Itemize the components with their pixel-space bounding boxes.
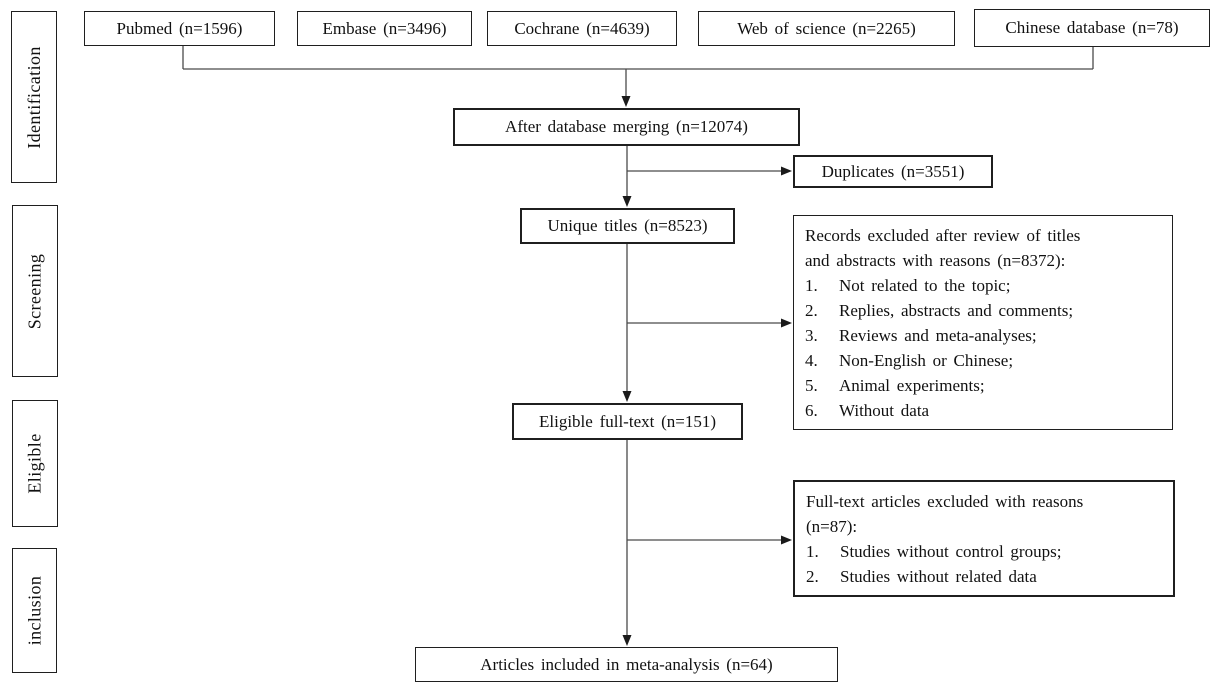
stage-screening-label: Screening xyxy=(24,253,45,329)
arrowhead-to-duplicates xyxy=(781,166,792,176)
source-box-chinese-database: Chinese database (n=78) xyxy=(974,9,1210,47)
source-box-pubmed: Pubmed (n=1596) xyxy=(84,11,275,46)
item-text: Animal experiments; xyxy=(839,376,985,395)
item-text: Non-English or Chinese; xyxy=(839,351,1014,370)
records-excluded-item: 4. Non-English or Chinese; xyxy=(805,348,1161,373)
source-pubmed-label: Pubmed (n=1596) xyxy=(116,18,243,38)
records-excluded-item: 2. Replies, abstracts and comments; xyxy=(805,298,1161,323)
exclusion-box-fulltext-excluded: Full-text articles excluded with reasons… xyxy=(793,480,1175,597)
stage-eligible: Eligible xyxy=(12,400,58,527)
arrowhead-to-unique xyxy=(622,196,632,207)
source-embase-label: Embase (n=3496) xyxy=(322,18,447,38)
item-text: Without data xyxy=(839,401,930,420)
flow-box-unique-titles: Unique titles (n=8523) xyxy=(520,208,735,244)
records-excluded-item: 5. Animal experiments; xyxy=(805,373,1161,398)
item-number: 6. xyxy=(805,401,818,420)
stage-inclusion: inclusion xyxy=(12,548,57,673)
fulltext-excluded-item: 1. Studies without control groups; xyxy=(806,539,1162,564)
source-box-web-of-science: Web of science (n=2265) xyxy=(698,11,955,46)
flow-box-included: Articles included in meta-analysis (n=64… xyxy=(415,647,838,682)
arrowhead-to-records-excluded xyxy=(781,318,792,328)
item-number: 2. xyxy=(805,301,818,320)
flow-unique-titles-label: Unique titles (n=8523) xyxy=(547,216,708,236)
stage-inclusion-label: inclusion xyxy=(24,575,45,646)
exclusion-duplicates-label: Duplicates (n=3551) xyxy=(821,161,965,181)
exclusion-box-records-excluded: Records excluded after review of titles … xyxy=(793,215,1173,430)
fulltext-excluded-item: 2. Studies without related data xyxy=(806,564,1162,589)
item-number: 4. xyxy=(805,351,818,370)
records-excluded-item: 6. Without data xyxy=(805,398,1161,423)
item-number: 3. xyxy=(805,326,818,345)
stage-identification-label: Identification xyxy=(23,45,44,149)
item-number: 5. xyxy=(805,376,818,395)
arrowhead-to-merged xyxy=(621,96,631,107)
item-number: 1. xyxy=(806,542,819,561)
fulltext-excluded-header-line1: Full-text articles excluded with reasons xyxy=(806,492,1084,511)
flow-eligible-fulltext-label: Eligible full-text (n=151) xyxy=(539,411,716,431)
arrowhead-to-fulltext-excluded xyxy=(781,535,792,545)
records-excluded-item: 1. Not related to the topic; xyxy=(805,273,1161,298)
records-excluded-header-line2: and abstracts with reasons (n=8372): xyxy=(805,251,1066,270)
flow-included-label: Articles included in meta-analysis (n=64… xyxy=(480,654,773,674)
item-text: Reviews and meta-analyses; xyxy=(839,326,1037,345)
item-number: 1. xyxy=(805,276,818,295)
fulltext-excluded-header-line2: (n=87): xyxy=(806,517,858,536)
item-text: Studies without control groups; xyxy=(840,542,1062,561)
item-text: Studies without related data xyxy=(840,567,1037,586)
records-excluded-item: 3. Reviews and meta-analyses; xyxy=(805,323,1161,348)
exclusion-box-duplicates: Duplicates (n=3551) xyxy=(793,155,993,188)
flow-box-eligible-fulltext: Eligible full-text (n=151) xyxy=(512,403,743,440)
item-number: 2. xyxy=(806,567,819,586)
stage-eligible-label: Eligible xyxy=(24,433,45,494)
stage-identification: Identification xyxy=(11,11,57,183)
source-box-cochrane: Cochrane (n=4639) xyxy=(487,11,677,46)
arrowhead-to-eligible xyxy=(622,391,632,402)
flow-merged-label: After database merging (n=12074) xyxy=(505,117,748,137)
item-text: Not related to the topic; xyxy=(839,276,1011,295)
stage-screening: Screening xyxy=(12,205,58,377)
source-cochrane-label: Cochrane (n=4639) xyxy=(514,18,650,38)
item-text: Replies, abstracts and comments; xyxy=(839,301,1074,320)
source-web-of-science-label: Web of science (n=2265) xyxy=(737,18,916,38)
source-chinese-database-label: Chinese database (n=78) xyxy=(1005,18,1179,38)
flow-box-merged: After database merging (n=12074) xyxy=(453,108,800,146)
source-box-embase: Embase (n=3496) xyxy=(297,11,472,46)
arrowhead-to-included xyxy=(622,635,632,646)
records-excluded-header-line1: Records excluded after review of titles xyxy=(805,226,1081,245)
